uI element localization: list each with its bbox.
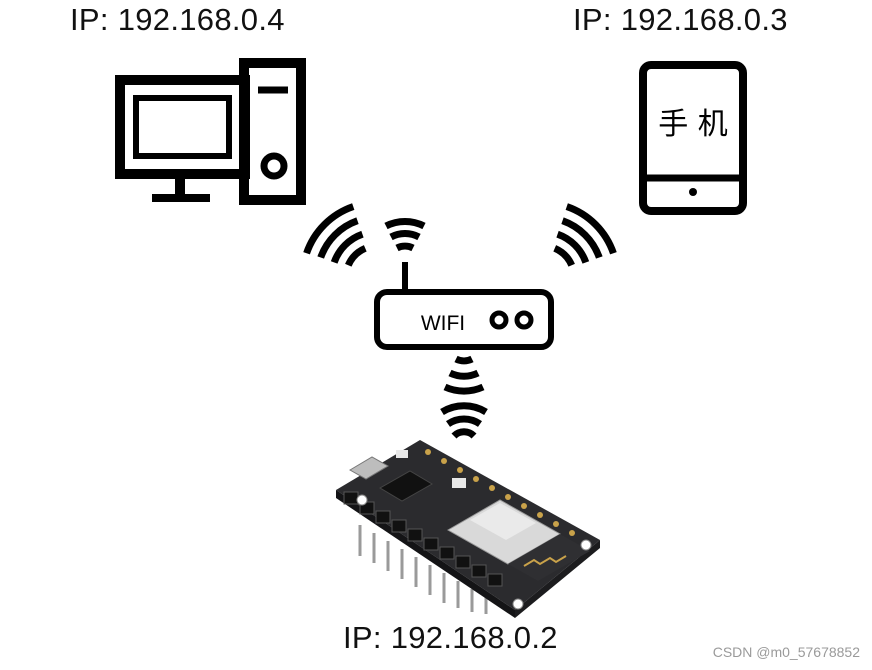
desktop-computer-icon [115, 58, 306, 205]
board-ip-label: IP: 192.168.0.2 [343, 620, 558, 655]
pc-ip-label: IP: 192.168.0.4 [70, 2, 285, 37]
signal-waves-icon [384, 217, 426, 252]
wifi-router-icon: WIFI [374, 262, 554, 350]
esp8266-nodemcu-board-icon [336, 440, 600, 618]
signal-waves-icon [303, 203, 367, 267]
phone-label: 手 机 [658, 107, 728, 142]
phone-ip-label: IP: 192.168.0.3 [573, 2, 788, 37]
signal-waves-icon [553, 203, 617, 267]
mobile-phone-icon: 手 机 [639, 61, 747, 215]
watermark: CSDN @m0_57678852 [712, 644, 860, 660]
signal-waves-icon [440, 402, 488, 439]
signal-waves-icon [443, 355, 485, 395]
router-label: WIFI [421, 312, 465, 335]
